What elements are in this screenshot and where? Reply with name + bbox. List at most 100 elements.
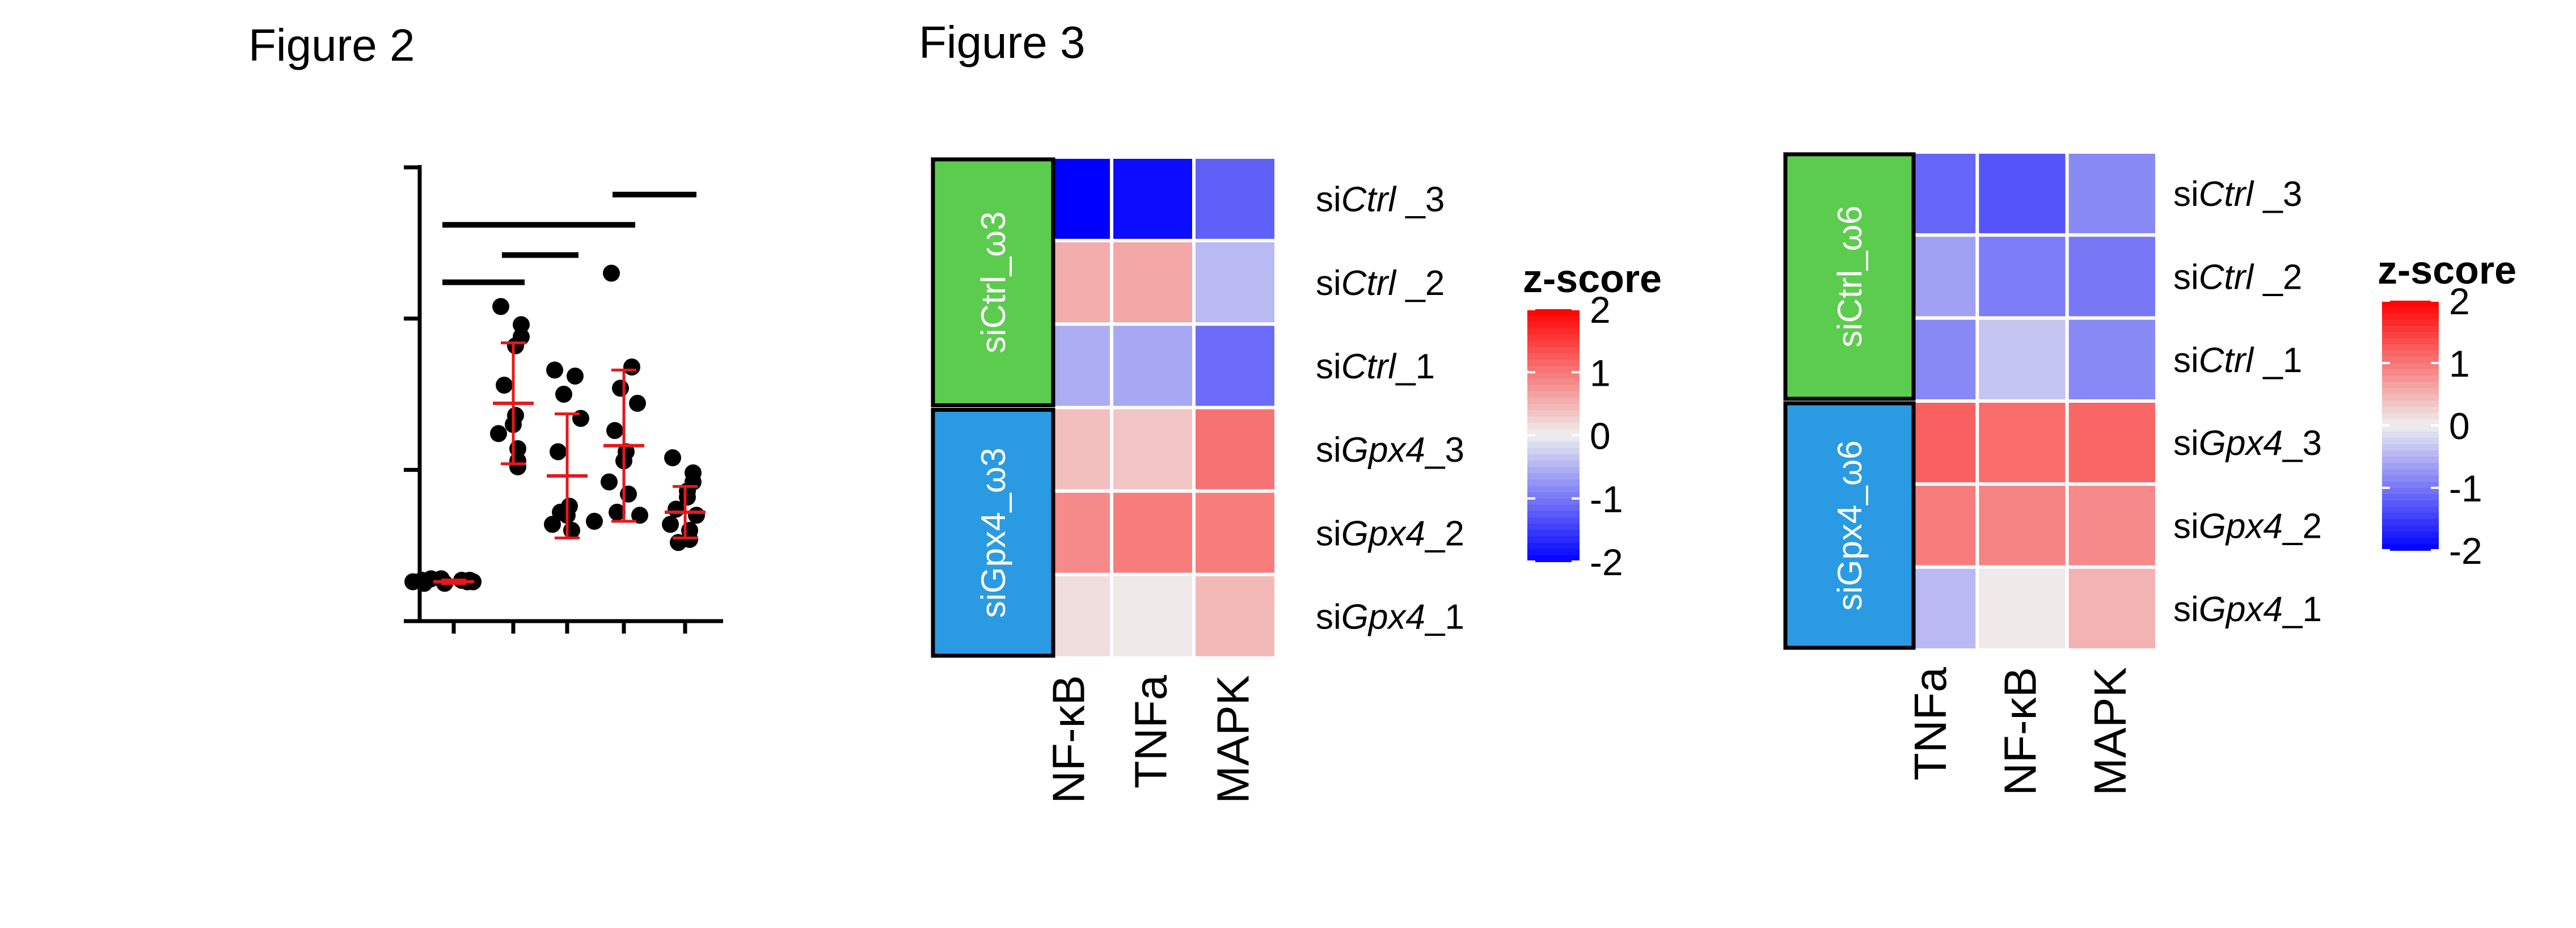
- legend-gradient-step: [2382, 425, 2439, 432]
- legend-gradient-step: [1527, 347, 1580, 354]
- row-label-suffix: _3: [1425, 431, 1464, 470]
- data-point: [492, 298, 509, 315]
- heatmap-cell: [1110, 322, 1196, 410]
- data-point: [664, 449, 681, 466]
- group-annotation-box: [1783, 401, 1916, 650]
- row-label-target: Ctrl: [2199, 175, 2255, 214]
- row-label-prefix: si: [1316, 431, 1341, 470]
- legend-gradient-step: [1527, 315, 1580, 323]
- data-point: [496, 377, 513, 394]
- legend-gradient-step: [2382, 494, 2439, 501]
- legend-gradient-step: [1527, 441, 1580, 449]
- row-label-prefix: si: [1316, 264, 1341, 303]
- legend-gradient-step: [2382, 525, 2439, 532]
- group-annotation-box: [931, 408, 1055, 658]
- figure-2-label: Figure 2: [248, 20, 415, 70]
- group-annotation-box: [1783, 152, 1916, 401]
- group-annotation-label: siGpx4_ω6: [1831, 440, 1869, 610]
- data-point: [552, 504, 569, 521]
- row-label-target: Ctrl: [1341, 180, 1397, 220]
- group-annotation-label: siCtrl_ω6: [1831, 205, 1869, 347]
- row-label: siCtrl _2: [2173, 258, 2302, 297]
- legend-gradient-step: [2382, 307, 2439, 314]
- row-label: siCtrl _1: [2173, 341, 2302, 380]
- legend-gradient-step: [2382, 513, 2439, 520]
- column-label: NF-κB: [1044, 675, 1094, 804]
- legend-gradient-step: [1527, 378, 1580, 386]
- row-label-prefix: si: [1316, 180, 1341, 220]
- row-label: siCtrl _3: [1316, 180, 1445, 220]
- column-label: MAPK: [1208, 675, 1259, 804]
- legend-gradient-step: [2382, 488, 2439, 495]
- row-label-suffix: _2: [1425, 514, 1464, 553]
- legend-gradient-step: [1527, 328, 1580, 335]
- row-label-target: Gpx4: [1341, 514, 1425, 553]
- legend-gradient-step: [1527, 479, 1580, 487]
- row-label-target: Ctrl: [1341, 264, 1397, 303]
- row-label-suffix: _2: [2282, 507, 2322, 546]
- legend-gradient-step: [2382, 394, 2439, 401]
- data-point: [546, 361, 563, 379]
- legend-gradient-step: [2382, 507, 2439, 513]
- legend-gradient-step: [1527, 397, 1580, 404]
- legend-gradient-step: [1527, 360, 1580, 367]
- heatmap-cell: [2065, 399, 2159, 486]
- legend-gradient-step: [2382, 363, 2439, 370]
- row-label-target: Gpx4: [1341, 597, 1425, 636]
- row-label: siGpx4_2: [1316, 514, 1464, 553]
- legend-gradient-step: [1527, 530, 1580, 537]
- legend-gradient-step: [2382, 357, 2439, 364]
- legend-gradient-step: [1527, 334, 1580, 341]
- legend-gradient-step: [1527, 536, 1580, 543]
- row-label-target: Ctrl: [2199, 258, 2255, 297]
- data-point: [603, 264, 620, 282]
- legend-gradient-step: [1527, 467, 1580, 474]
- data-point: [586, 513, 603, 530]
- data-point: [631, 507, 648, 524]
- legend-gradient-step: [1527, 309, 1580, 317]
- legend-gradient-step: [2382, 538, 2439, 545]
- legend-tick-label: -1: [2449, 467, 2482, 509]
- legend-gradient-step: [1527, 391, 1580, 398]
- heatmap-cell: [1975, 482, 2069, 569]
- data-point: [679, 488, 696, 506]
- data-point: [629, 395, 646, 412]
- figure-3-label: Figure 3: [919, 17, 1085, 68]
- legend-tick-label: -1: [1590, 478, 1623, 520]
- data-point: [550, 443, 567, 461]
- row-label-target: Gpx4: [1341, 431, 1425, 470]
- heatmap-cell: [2065, 233, 2159, 320]
- legend-tick-label: 1: [2449, 343, 2470, 385]
- legend-gradient-step: [2382, 469, 2439, 476]
- legend-tick-label: 0: [1590, 415, 1611, 457]
- data-point: [555, 386, 572, 403]
- legend-gradient-step: [2382, 438, 2439, 445]
- group-annotation-label: siGpx4_ω3: [974, 448, 1012, 618]
- legend-gradient-step: [1527, 492, 1580, 499]
- legend-gradient-step: [2382, 419, 2439, 426]
- row-label: siCtrl _3: [2173, 175, 2302, 214]
- legend-tick-label: 2: [2449, 280, 2470, 322]
- data-point: [544, 516, 561, 533]
- row-label-prefix: si: [2173, 507, 2199, 546]
- legend-gradient-step: [1527, 511, 1580, 518]
- legend-gradient-step: [1527, 416, 1580, 424]
- data-point: [507, 337, 524, 355]
- legend-title: z-score: [1523, 256, 1662, 301]
- row-label-prefix: si: [2173, 424, 2199, 463]
- legend-tick-label: 1: [1590, 352, 1611, 394]
- legend-gradient-step: [2382, 332, 2439, 339]
- heatmap-cell: [1192, 322, 1278, 410]
- legend-gradient-step: [2382, 301, 2439, 307]
- legend-gradient-step: [1527, 555, 1580, 562]
- legend-gradient-step: [2382, 432, 2439, 438]
- row-label-suffix: _2: [2253, 258, 2302, 297]
- legend-gradient-step: [2382, 544, 2439, 551]
- heatmap-cell: [1975, 399, 2069, 486]
- data-point: [688, 507, 705, 524]
- data-point: [490, 425, 507, 442]
- legend-gradient-step: [2382, 388, 2439, 395]
- heatmap-cell: [1975, 150, 2069, 237]
